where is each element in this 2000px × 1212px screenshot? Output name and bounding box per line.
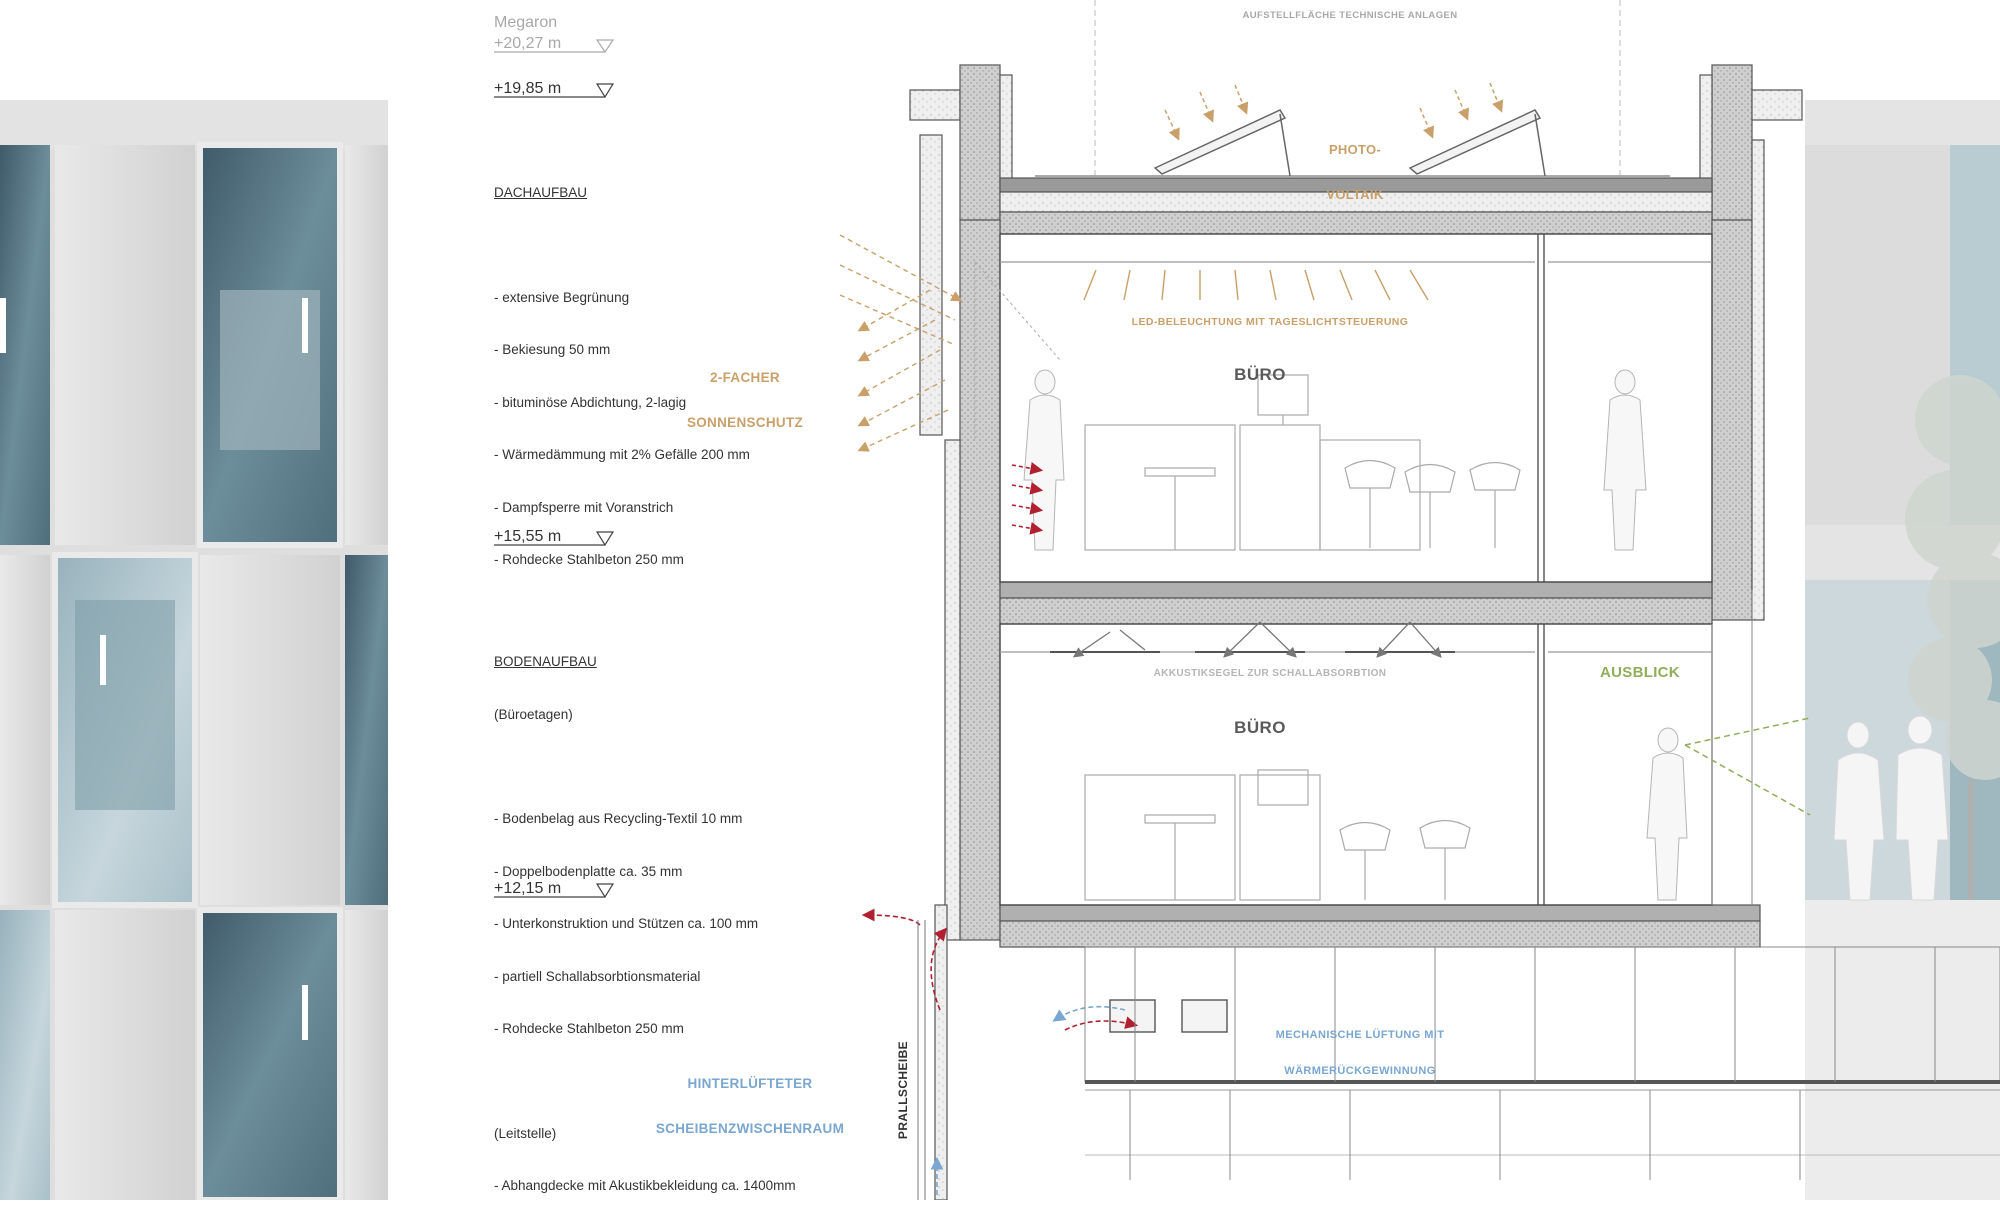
office-furniture-lower xyxy=(1084,769,1471,901)
roof-item: - Dampfsperre mit Voranstrich xyxy=(494,499,674,515)
room-walls xyxy=(999,233,1713,906)
sun-shade-lines xyxy=(974,261,1061,440)
floor-item: - Doppelbodenplatte ca. 35 mm xyxy=(494,863,683,879)
facade-panels xyxy=(0,142,388,1200)
facade-light-fixtures xyxy=(0,298,308,1040)
label-office-upper: BÜRO xyxy=(1234,365,1286,384)
control-room-ceiling xyxy=(1084,946,2000,1180)
glazing-right xyxy=(1711,590,1753,905)
label-technical-area: AUFSTELLFLÄCHE TECHNISCHE ANLAGEN xyxy=(1242,10,1458,21)
floor-item: - Bodenbelag aus Recycling-Textil 10 mm xyxy=(494,811,743,826)
label-sun-protection-line2: SONNENSCHUTZ xyxy=(686,415,804,430)
control-room-heading: (Leitstelle) xyxy=(494,1125,557,1141)
exterior-walls xyxy=(919,134,1765,1200)
level-markers xyxy=(494,39,615,899)
label-acoustic-sails: AKKUSTIKSEGEL ZUR SCHALLABSORBTION xyxy=(1153,668,1387,679)
floor-item: - Rohdecke Stahlbeton 250 mm xyxy=(494,1021,684,1036)
ventilation-arrows xyxy=(1052,1005,1139,1031)
label-photovoltaic-line1: PHOTO- xyxy=(1328,142,1382,157)
level-roof: +19,85 m xyxy=(494,80,562,97)
roof-item: - bituminöse Abdichtung, 2-lagig xyxy=(494,394,687,410)
baffle-pane xyxy=(917,920,926,1200)
label-cavity-line1: HINTERLÜFTETER xyxy=(687,1076,813,1091)
label-led-lighting: LED-BELEUCHTUNG MIT TAGESLICHTSTEUERUNG xyxy=(1131,316,1409,328)
roof-item: - extensive Begrünung xyxy=(494,289,630,305)
label-office-lower: BÜRO xyxy=(1234,718,1286,737)
sun-protection-rays xyxy=(839,234,963,452)
control-room-item: - Abhangdecke mit Akustikbekleidung ca. … xyxy=(494,1178,796,1193)
roof-build-up-heading: DACHAUFBAU xyxy=(494,185,588,200)
label-sun-protection: 2-FACHER SONNENSCHUTZ xyxy=(670,340,820,445)
label-mechanical-ventilation: MECHANISCHE LÜFTUNG MIT WÄRMERÜCKGEWINNU… xyxy=(1250,1005,1470,1089)
tree-illustration xyxy=(1905,375,2000,900)
label-cavity-line2: SCHEIBENZWISCHENRAUM xyxy=(655,1121,845,1136)
floor-item: - Unterkonstruktion und Stützen ca. 100 … xyxy=(494,916,759,931)
level-name-megaron: Megaron xyxy=(494,14,558,31)
floor-build-up-subheading: (Büroetagen) xyxy=(494,706,573,722)
roof-item: - Bekiesung 50 mm xyxy=(494,342,611,357)
label-ventilation-line1: MECHANISCHE LÜFTUNG MIT xyxy=(1275,1029,1445,1041)
acoustic-sound-arrows xyxy=(1072,621,1442,658)
technical-area-outline xyxy=(1094,0,1621,175)
level-megaron: +20,27 m xyxy=(494,35,562,52)
level-lower-floor: +12,15 m xyxy=(494,880,562,897)
label-photovoltaic-line2: VOLTAIK xyxy=(1326,187,1384,202)
label-ventilation-line2: WÄRMERÜCKGEWINNUNG xyxy=(1284,1065,1436,1077)
facade-elevation-left xyxy=(0,100,388,1200)
roof-build-up-notes: DACHAUFBAU - extensive Begrünung - Bekie… xyxy=(494,149,750,586)
roof-item: - Rohdecke Stahlbeton 250 mm xyxy=(494,552,684,567)
warm-air-arrows xyxy=(1011,462,1044,535)
floor-build-up-heading: BODENAUFBAU xyxy=(494,654,597,669)
office-furniture-upper xyxy=(1084,374,1521,551)
sun-rays-photovoltaic xyxy=(1164,82,1504,141)
label-photovoltaic: PHOTO- VOLTAIK xyxy=(1300,112,1410,217)
view-line xyxy=(1684,717,1811,816)
ventilation-units xyxy=(1109,999,1228,1033)
label-ventilated-cavity: HINTERLÜFTETER SCHEIBENZWISCHENRAUM xyxy=(640,1046,860,1151)
floor-slabs xyxy=(999,581,1761,948)
label-sun-protection-line1: 2-FACHER xyxy=(710,370,780,385)
level-upper-floor: +15,55 m xyxy=(494,528,562,545)
label-baffle-pane: PRALLSCHEIBE xyxy=(896,1040,910,1140)
roof-structure xyxy=(909,64,1803,235)
cavity-air-arrows xyxy=(861,908,948,1011)
roof-item: - Wärmedämmung mit 2% Gefälle 200 mm xyxy=(494,447,750,462)
people-silhouettes-section xyxy=(1023,369,1688,901)
led-light-rays xyxy=(1083,269,1429,301)
label-view: AUSBLICK xyxy=(1600,664,1680,681)
floor-build-up-notes: BODENAUFBAU (Büroetagen) - Bodenbelag au… xyxy=(494,618,796,1212)
floor-item: - partiell Schallabsorbtionsmaterial xyxy=(494,968,701,984)
photovoltaic-panels xyxy=(1153,109,1546,177)
people-silhouettes-right xyxy=(1833,715,1949,901)
